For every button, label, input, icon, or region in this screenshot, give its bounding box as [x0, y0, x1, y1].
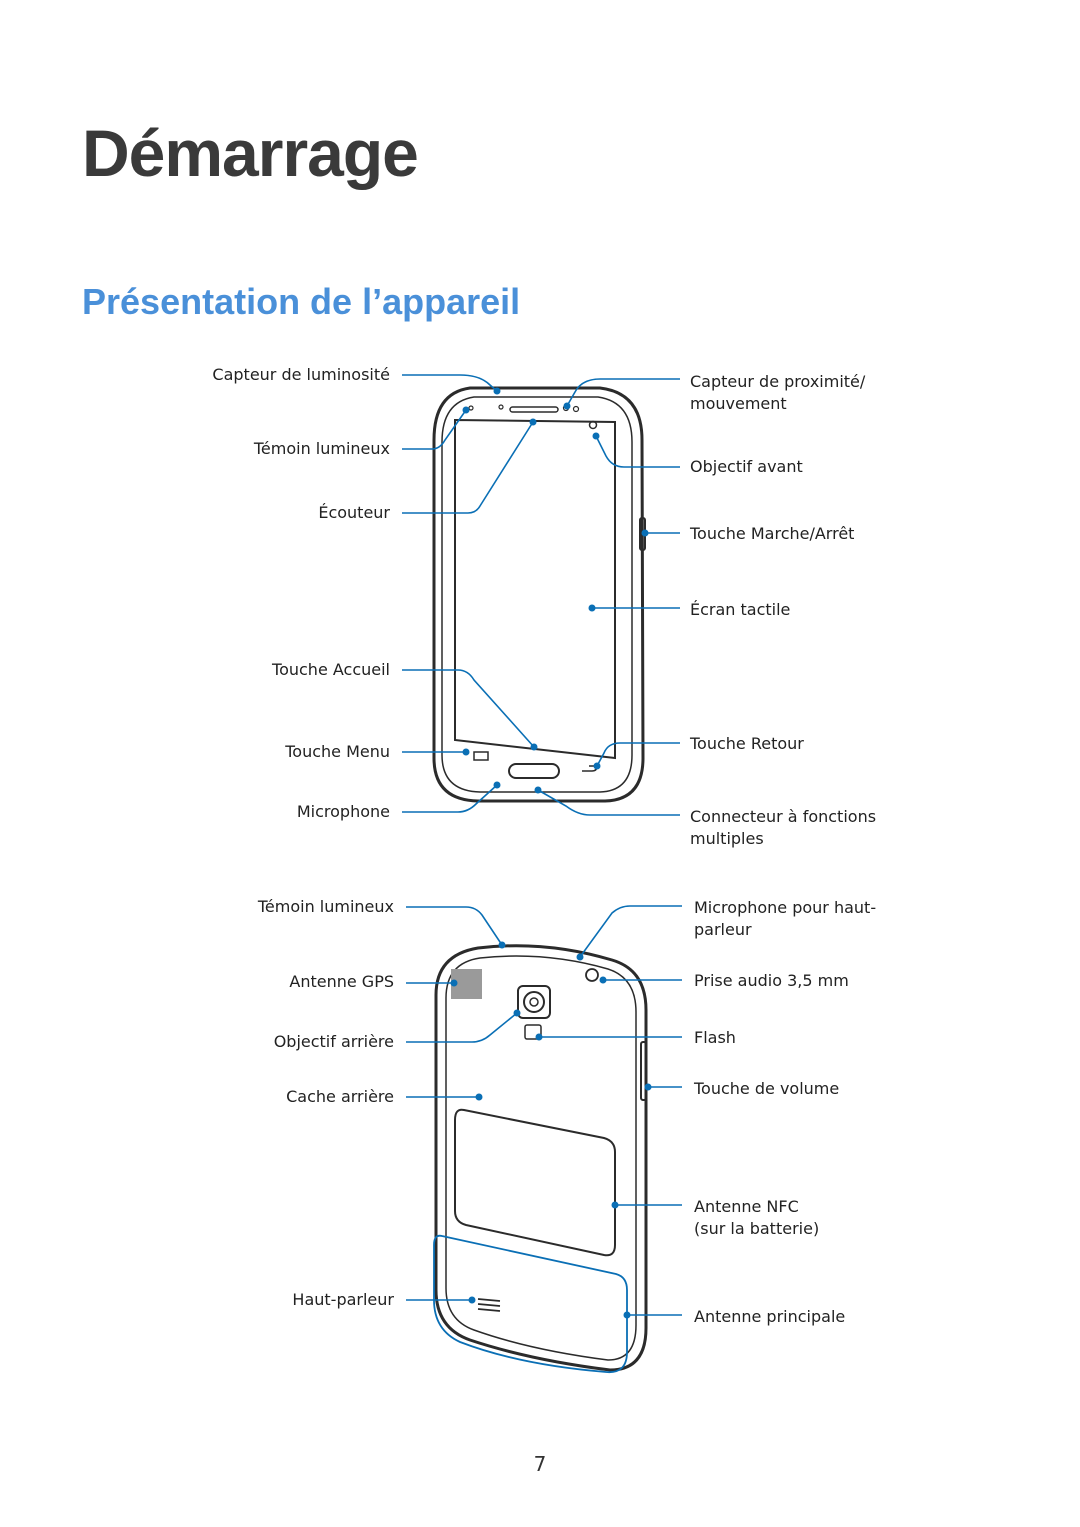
label-main-antenna: Antenne principale: [694, 1307, 846, 1326]
front-callout-dots: [462, 387, 649, 794]
front-body-inner: [441, 396, 633, 793]
label-proximity-line1: Capteur de proximité/: [690, 372, 866, 391]
back-device: [434, 944, 648, 1372]
label-power-key: Touche Marche/Arrêt: [690, 524, 855, 543]
prox-sensor-b: [572, 405, 580, 413]
label-gps: Antenne GPS: [289, 972, 394, 991]
audio-jack: [585, 968, 599, 982]
led-indicator: [468, 405, 474, 411]
label-light-sensor: Capteur de luminosité: [212, 365, 390, 384]
volume-key-shape: [640, 1041, 647, 1101]
label-front-microphone: Microphone: [296, 802, 390, 821]
nfc-battery-outline: [454, 1108, 616, 1257]
label-earpiece: Écouteur: [318, 503, 390, 522]
label-touchscreen: Écran tactile: [690, 600, 791, 619]
label-back-key: Touche Retour: [690, 734, 804, 753]
label-spk-mic-line1: Microphone pour haut-: [694, 898, 877, 917]
label-front-camera: Objectif avant: [690, 457, 803, 476]
label-front-indicator: Témoin lumineux: [253, 439, 390, 458]
camera-lens-inner: [529, 997, 539, 1007]
earpiece-grille: [509, 406, 559, 413]
home-button: [508, 763, 560, 779]
label-back-cover: Cache arrière: [286, 1087, 394, 1106]
light-sensor: [498, 404, 504, 410]
label-spk-mic-line2: parleur: [694, 920, 752, 939]
label-volume-key: Touche de volume: [694, 1079, 840, 1098]
front-camera: [588, 420, 598, 430]
label-flash: Flash: [694, 1028, 736, 1047]
front-screen: [454, 418, 616, 760]
label-menu-key: Touche Menu: [285, 742, 390, 761]
label-nfc-line1: Antenne NFC: [694, 1197, 799, 1216]
label-rear-camera: Objectif arrière: [273, 1032, 394, 1051]
chapter-title: Démarrage: [82, 116, 419, 190]
label-nfc-line2: (sur la batterie): [694, 1219, 820, 1238]
label-mfc-line1: Connecteur à fonctions: [690, 807, 877, 826]
label-headset-jack: Prise audio 3,5 mm: [694, 971, 849, 990]
label-speaker: Haut-parleur: [292, 1290, 394, 1309]
front-callouts: [402, 374, 680, 816]
menu-icon-shape: [473, 751, 489, 761]
label-back-indicator: Témoin lumineux: [257, 897, 394, 916]
back-callout-dots: [450, 941, 652, 1319]
camera-lens-outer: [523, 991, 545, 1013]
label-proximity-line2: mouvement: [690, 394, 787, 413]
back-body-inner: [445, 955, 637, 1361]
front-device: [432, 386, 646, 803]
label-mfc-line2: multiples: [690, 829, 764, 848]
page-number: 7: [533, 1452, 547, 1476]
back-body-outline: [434, 944, 648, 1372]
back-callouts: [406, 905, 682, 1316]
flash-unit: [524, 1024, 542, 1040]
section-title: Présentation de l’appareil: [82, 281, 521, 322]
speaker-grille: [477, 1298, 501, 1312]
label-home-key: Touche Accueil: [272, 660, 390, 679]
camera-module: [517, 985, 551, 1019]
front-body-outline: [432, 386, 645, 803]
main-antenna-area: [433, 1234, 628, 1374]
